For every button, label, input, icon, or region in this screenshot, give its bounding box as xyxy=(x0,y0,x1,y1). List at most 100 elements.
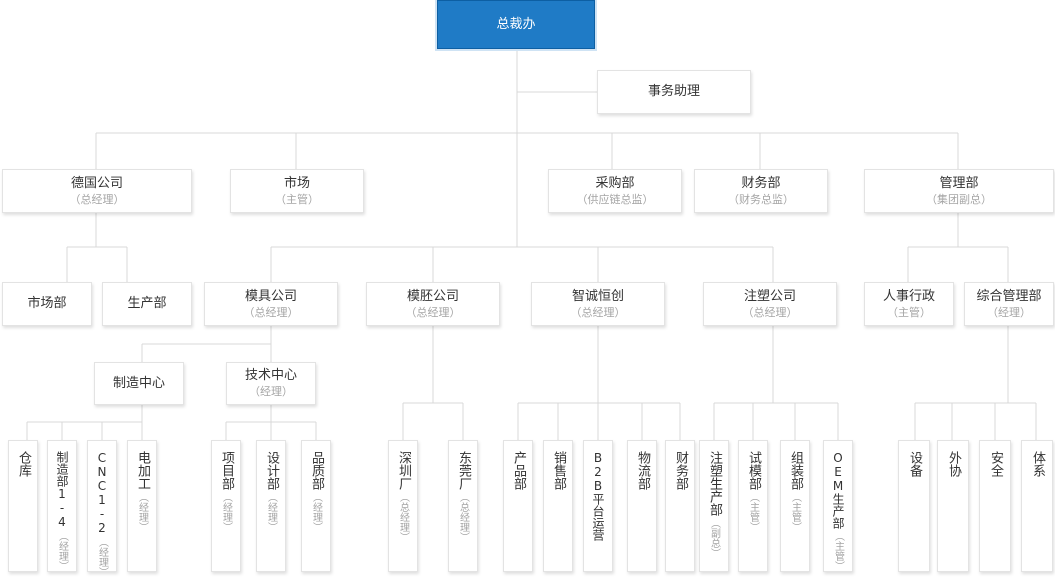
node-name: 模胚公司 xyxy=(406,288,459,304)
node-title: （总经理） xyxy=(742,305,798,319)
mold-blank-company-node[interactable]: 模胚公司 （总经理） xyxy=(366,282,500,326)
safety-node[interactable]: 安全 xyxy=(979,440,1011,572)
management-dept-node[interactable]: 管理部 （集团副总） xyxy=(864,169,1054,213)
node-name: CNC1-2 xyxy=(95,451,109,535)
node-name: 财务部 xyxy=(741,175,781,191)
node-title: （总经理） xyxy=(405,305,461,319)
hr-admin-node[interactable]: 人事行政 （主管） xyxy=(864,282,954,326)
assembly-dept-node[interactable]: 组装部 （主管） xyxy=(780,440,810,572)
node-title: （主管） xyxy=(789,492,801,532)
node-title: （集团副总） xyxy=(926,192,992,206)
node-title: （经理） xyxy=(310,492,322,532)
node-name: 设备 xyxy=(907,451,922,477)
node-name: 注塑生产部 xyxy=(707,451,722,516)
node-name: 制造部1-4 xyxy=(55,451,69,529)
node-name: 项目部 xyxy=(219,451,234,490)
node-title: （主管） xyxy=(275,192,319,206)
node-title: （经理） xyxy=(987,305,1031,319)
equipment-node[interactable]: 设备 xyxy=(898,440,930,572)
node-name: 外协 xyxy=(946,451,961,477)
node-name: 智诚恒创 xyxy=(571,288,624,304)
node-title: （总经理） xyxy=(457,492,469,542)
node-title: （经理） xyxy=(136,492,148,532)
node-name: 品质部 xyxy=(309,451,324,490)
injection-company-node[interactable]: 注塑公司 （总经理） xyxy=(703,282,837,326)
germany-company-node[interactable]: 德国公司 （总经理） xyxy=(2,169,192,213)
node-name: 电加工 xyxy=(135,451,150,490)
node-name: 试模部 xyxy=(746,451,761,490)
node-name: 德国公司 xyxy=(70,175,123,191)
node-title: （总经理） xyxy=(243,305,299,319)
node-name: 事务助理 xyxy=(647,84,700,99)
node-title: （总经理） xyxy=(570,305,626,319)
node-title: （经理） xyxy=(220,492,232,532)
project-dept-node[interactable]: 项目部 （经理） xyxy=(211,440,241,572)
tech-center-node[interactable]: 技术中心 （经理） xyxy=(226,362,316,405)
node-name: 管理部 xyxy=(939,175,979,191)
edm-node[interactable]: 电加工 （经理） xyxy=(127,440,157,572)
node-name: B2B平台运营 xyxy=(591,451,605,541)
node-name: 总裁办 xyxy=(496,16,536,32)
market-dept-node[interactable]: 市场部 xyxy=(2,282,92,326)
node-name: 技术中心 xyxy=(244,368,297,383)
node-name: 生产部 xyxy=(127,296,167,311)
sales-dept-node[interactable]: 销售部 xyxy=(543,440,573,572)
system-node[interactable]: 体系 xyxy=(1021,440,1053,572)
node-name: 采购部 xyxy=(595,175,635,191)
node-title: （经理） xyxy=(56,531,68,571)
cnc-node[interactable]: CNC1-2 （经理） xyxy=(87,440,117,577)
node-name: 注塑公司 xyxy=(743,288,796,304)
node-title: （副总） xyxy=(708,518,720,558)
mold-company-node[interactable]: 模具公司 （总经理） xyxy=(204,282,338,326)
market-node[interactable]: 市场 （主管） xyxy=(230,169,364,213)
node-name: 体系 xyxy=(1030,451,1045,477)
manufacturing-1-4-node[interactable]: 制造部1-4 （经理） xyxy=(47,440,77,572)
manufacturing-center-node[interactable]: 制造中心 xyxy=(94,362,184,405)
purchasing-dept-node[interactable]: 采购部 （供应链总监） xyxy=(548,169,682,213)
node-title: （主管） xyxy=(887,305,931,319)
node-title: （经理） xyxy=(265,492,277,532)
node-name: 人事行政 xyxy=(882,288,935,304)
zc-finance-dept-node[interactable]: 财务部 xyxy=(665,440,695,572)
warehouse-node[interactable]: 仓库 xyxy=(8,440,38,572)
node-title: （经理） xyxy=(249,385,293,398)
node-title: （经理） xyxy=(96,537,108,577)
node-name: 物流部 xyxy=(635,451,650,490)
node-name: 模具公司 xyxy=(244,288,297,304)
finance-dept-node[interactable]: 财务部 （财务总监） xyxy=(694,169,828,213)
node-name: 深圳厂 xyxy=(396,451,411,490)
node-name: 财务部 xyxy=(673,451,688,490)
ceo-office-node[interactable]: 总裁办 xyxy=(437,0,595,49)
product-dept-node[interactable]: 产品部 xyxy=(503,440,533,572)
b2b-platform-node[interactable]: B2B平台运营 xyxy=(583,440,613,572)
general-management-node[interactable]: 综合管理部 （经理） xyxy=(964,282,1054,326)
node-name: 设计部 xyxy=(264,451,279,490)
zhicheng-hengchuang-node[interactable]: 智诚恒创 （总经理） xyxy=(531,282,665,326)
oem-production-node[interactable]: OEM生产部 （主管） xyxy=(823,440,853,572)
node-title: （总经理） xyxy=(397,492,409,542)
node-name: 安全 xyxy=(988,451,1003,477)
outsourcing-node[interactable]: 外协 xyxy=(937,440,969,572)
node-title: （财务总监） xyxy=(728,192,794,206)
design-dept-node[interactable]: 设计部 （经理） xyxy=(256,440,286,572)
affairs-assistant-node[interactable]: 事务助理 xyxy=(597,70,751,114)
node-name: 东莞厂 xyxy=(456,451,471,490)
node-name: 组装部 xyxy=(788,451,803,490)
node-name: 仓库 xyxy=(16,451,31,477)
node-name: 产品部 xyxy=(511,451,526,490)
quality-dept-node[interactable]: 品质部 （经理） xyxy=(301,440,331,572)
node-title: （总经理） xyxy=(69,192,125,206)
node-name: 市场 xyxy=(283,175,310,191)
shenzhen-factory-node[interactable]: 深圳厂 （总经理） xyxy=(388,440,418,572)
node-name: OEM生产部 xyxy=(831,451,845,529)
production-dept-node[interactable]: 生产部 xyxy=(102,282,192,326)
node-name: 销售部 xyxy=(551,451,566,490)
node-title: （主管） xyxy=(747,492,759,532)
trial-mold-dept-node[interactable]: 试模部 （主管） xyxy=(738,440,768,572)
injection-production-node[interactable]: 注塑生产部 （副总） xyxy=(699,440,729,572)
node-name: 综合管理部 xyxy=(976,288,1042,304)
node-name: 市场部 xyxy=(27,296,67,311)
logistics-dept-node[interactable]: 物流部 xyxy=(627,440,657,572)
dongguan-factory-node[interactable]: 东莞厂 （总经理） xyxy=(448,440,478,572)
